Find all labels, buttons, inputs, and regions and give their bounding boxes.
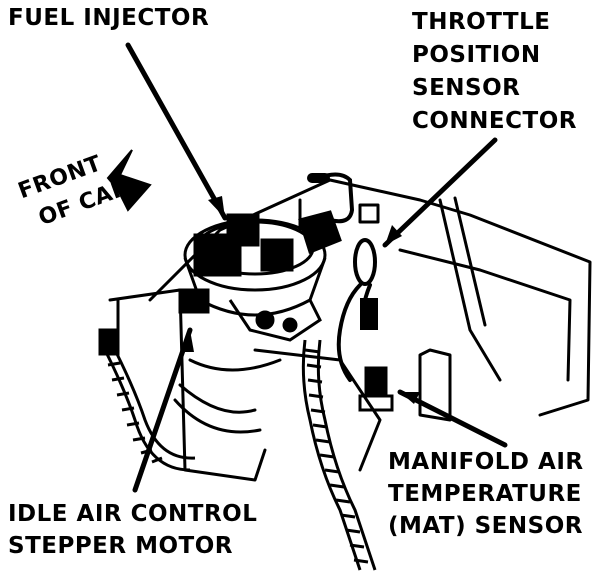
hose-mid	[188, 358, 282, 372]
iac-wiring	[98, 300, 196, 472]
pipe-right-2	[453, 196, 487, 327]
filler-neck	[418, 348, 452, 422]
hose-lower-left	[173, 398, 262, 434]
mat-sensor-label: MANIFOLD AIR TEMPERATURE (MAT) SENSOR	[388, 446, 584, 542]
tps-line-4: CONNECTOR	[412, 108, 577, 134]
tps-leader	[382, 137, 498, 248]
tps-arrowhead	[385, 225, 402, 245]
idle-line-1: IDLE AIR CONTROL	[8, 501, 258, 527]
mat-arrowhead	[400, 392, 420, 404]
iac-leader	[132, 327, 193, 493]
fuel-injector-text: FUEL INJECTOR	[8, 5, 210, 31]
mat-sensor	[358, 366, 394, 412]
manifold-outline	[253, 348, 382, 472]
bolt-top	[358, 203, 380, 224]
valve-cover-outline	[398, 248, 572, 382]
tps-line-1: THROTTLE	[412, 9, 551, 35]
pipe-right	[438, 198, 502, 382]
throttle-body	[178, 210, 342, 342]
fuel-injector-leader	[125, 42, 228, 221]
throttle-position-sensor-label: THROTTLE POSITION SENSOR CONNECTOR	[412, 6, 577, 138]
mat-line-3: (MAT) SENSOR	[388, 513, 583, 539]
hose-lower-left-2	[178, 383, 257, 414]
fuel-injector-label: FUEL INJECTOR	[8, 4, 209, 33]
front-of-car-arrow	[106, 149, 152, 212]
mat-line-2: TEMPERATURE	[388, 481, 582, 507]
tps-wiring	[307, 172, 378, 382]
idle-air-control-label: IDLE AIR CONTROL STEPPER MOTOR	[8, 498, 257, 562]
mat-leader	[397, 389, 508, 448]
fuel-injector-arrowhead	[208, 196, 225, 218]
idle-line-2: STEPPER MOTOR	[8, 533, 233, 559]
wire-harness	[301, 339, 377, 571]
tps-line-2: POSITION	[412, 42, 541, 68]
iac-arrowhead	[181, 330, 194, 352]
mat-line-1: MANIFOLD AIR	[388, 449, 584, 475]
tps-line-3: SENSOR	[412, 75, 521, 101]
